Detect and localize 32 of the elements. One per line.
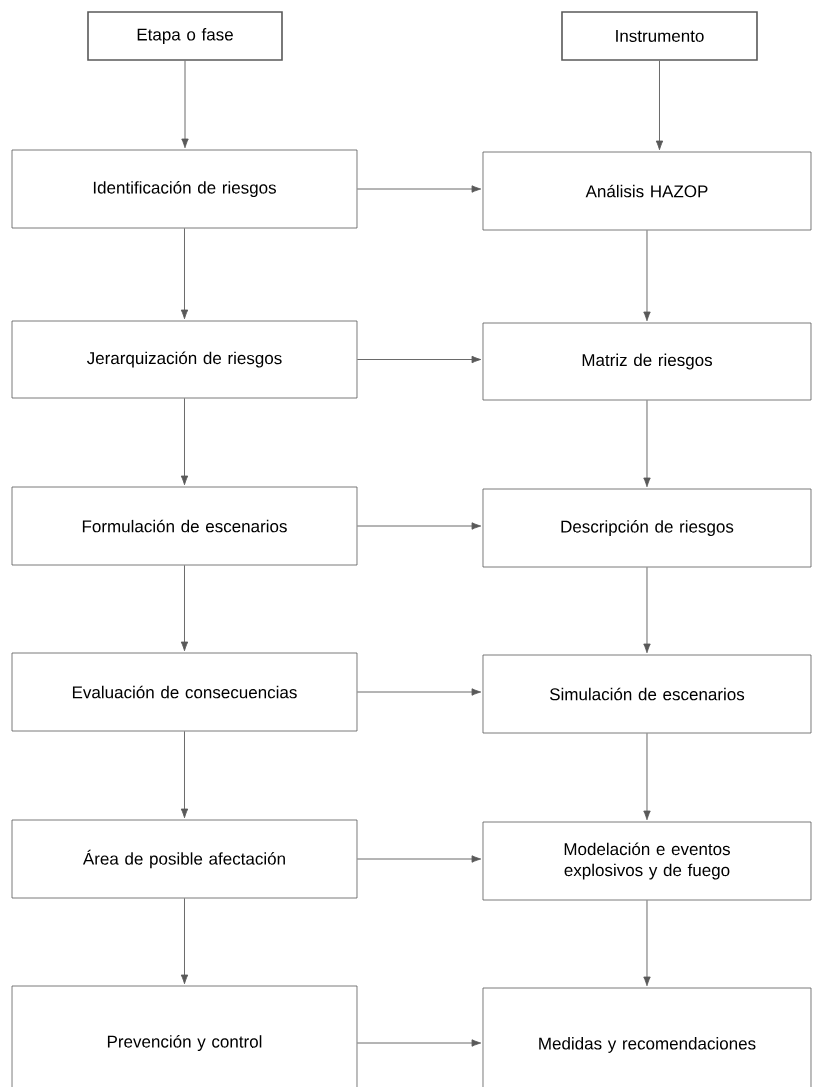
arrow bbox=[180, 227, 189, 320]
process-box: Prevención y control bbox=[11, 985, 358, 1087]
process-box: Medidas y recomendaciones bbox=[482, 987, 812, 1087]
process-box: Análisis HAZOP bbox=[482, 151, 812, 231]
arrow bbox=[643, 732, 651, 821]
arrow bbox=[180, 397, 189, 486]
arrow bbox=[181, 60, 189, 149]
process-box: Área de posible afectación bbox=[11, 819, 358, 899]
process-box: Simulación de escenarios bbox=[482, 654, 812, 734]
arrow bbox=[356, 688, 482, 696]
arrow bbox=[643, 229, 651, 322]
header-box: Etapa o fase bbox=[87, 11, 283, 61]
arrow bbox=[643, 566, 651, 654]
arrow bbox=[643, 899, 651, 987]
process-box: Matriz de riesgos bbox=[482, 322, 812, 401]
arrow bbox=[180, 897, 189, 985]
arrow bbox=[643, 399, 651, 488]
process-box: Formulación de escenarios bbox=[11, 486, 358, 566]
arrow bbox=[356, 855, 482, 863]
header-box: Instrumento bbox=[561, 11, 758, 61]
process-box: Descripción de riesgos bbox=[482, 488, 812, 568]
arrow bbox=[356, 185, 482, 193]
arrow bbox=[655, 60, 664, 151]
process-box: Modelación e eventos explosivos y de fuego bbox=[482, 821, 812, 901]
process-box: Identificación de riesgos bbox=[11, 149, 358, 229]
arrow bbox=[356, 1039, 482, 1047]
arrow bbox=[356, 522, 482, 530]
arrow bbox=[180, 730, 189, 819]
arrow bbox=[356, 355, 482, 364]
arrow bbox=[180, 564, 189, 652]
process-box: Evaluación de consecuencias bbox=[11, 652, 358, 732]
process-box: Jerarquización de riesgos bbox=[11, 320, 358, 399]
